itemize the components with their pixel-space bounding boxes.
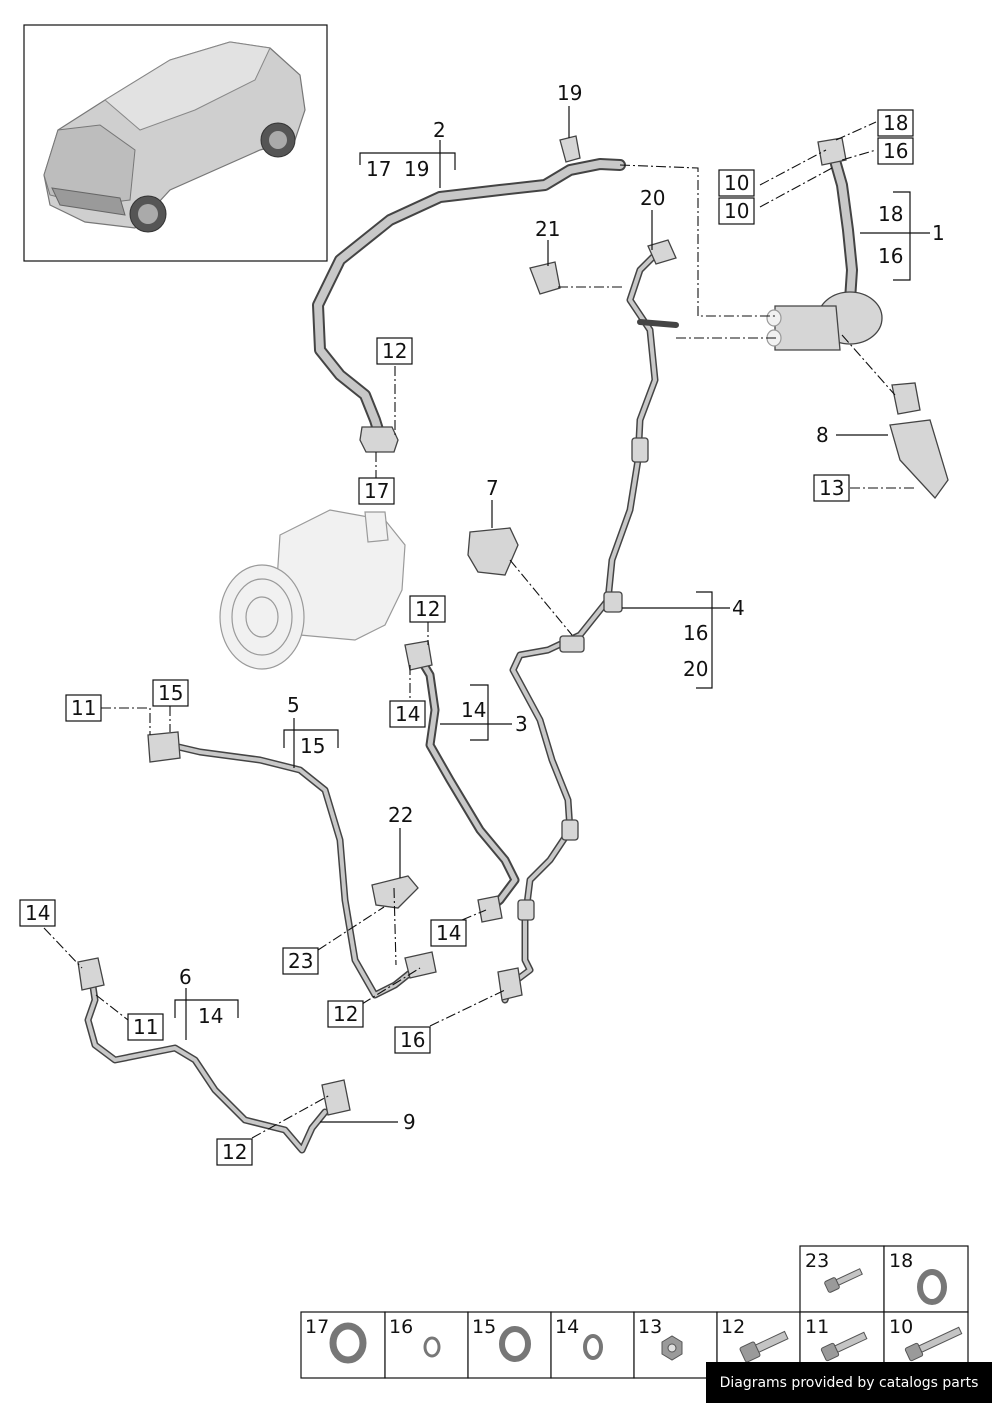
ref-box: 14: [436, 921, 461, 945]
group-label: 16: [683, 621, 708, 645]
leader-lines: [43, 106, 930, 1139]
ref-box: 10: [724, 199, 749, 223]
bracket-8: [889, 382, 949, 500]
callout-20: 20: [640, 186, 665, 210]
ref-box: 12: [415, 597, 440, 621]
ref-box: 13: [819, 476, 844, 500]
group-label: 15: [300, 734, 325, 758]
ref-box: 18: [883, 111, 908, 135]
ref-box: 12: [382, 339, 407, 363]
o-ring-icon: [499, 1326, 531, 1362]
connector-21: [529, 261, 561, 295]
ref-box: 14: [25, 901, 50, 925]
table-cell-number: 11: [805, 1316, 829, 1338]
ref-box: 16: [400, 1028, 425, 1052]
compressor: [219, 509, 406, 670]
group-label: 14: [461, 698, 486, 722]
callout-19: 19: [557, 81, 582, 105]
table-cell-number: 14: [555, 1316, 579, 1338]
o-ring-icon: [917, 1269, 947, 1305]
pipe-2: [312, 135, 626, 453]
callout-4: 4: [732, 596, 745, 620]
bolt-icon: [739, 1330, 789, 1363]
vehicle-thumbnail: [23, 24, 328, 262]
table-cell-number: 12: [721, 1316, 745, 1338]
ref-box: 11: [71, 696, 96, 720]
nut-icon: [661, 1335, 683, 1361]
callout-7: 7: [486, 476, 499, 500]
callout-3: 3: [515, 712, 528, 736]
ref-box: 16: [883, 139, 908, 163]
ref-box: 14: [395, 702, 420, 726]
table-cell-number: 13: [638, 1316, 662, 1338]
ref-box: 15: [158, 681, 183, 705]
bolt-icon: [824, 1268, 863, 1293]
callout-22: 22: [388, 803, 413, 827]
callout-6: 6: [179, 965, 192, 989]
table-cell-number: 10: [889, 1316, 913, 1338]
boxed-references: 18 16 10 10 12 17 13 12 14 11 15 14 11 2…: [19, 109, 914, 1166]
callout-5: 5: [287, 693, 300, 717]
callout-1: 1: [932, 221, 945, 245]
callouts: 1 2 3 4 5 6 7 8 9 19 20 21 22 17 19 18 1…: [179, 81, 945, 1134]
footer-attribution: Diagrams provided by catalogs parts: [706, 1362, 992, 1403]
bracket-22: [371, 875, 419, 909]
callout-21: 21: [535, 217, 560, 241]
o-ring-icon: [329, 1322, 367, 1364]
pipe-4: [497, 239, 679, 1004]
ref-box: 10: [724, 171, 749, 195]
ref-box: 17: [364, 479, 389, 503]
group-label: 17: [366, 157, 391, 181]
group-label: 20: [683, 657, 708, 681]
sensor-7: [467, 527, 519, 576]
table-cell-number: 18: [889, 1250, 913, 1272]
bolt-icon: [820, 1331, 868, 1362]
ref-box: 12: [222, 1140, 247, 1164]
group-label: 19: [404, 157, 429, 181]
group-label: 16: [878, 244, 903, 268]
pipe-3: [404, 640, 520, 923]
ref-box: 23: [288, 949, 313, 973]
group-label: 18: [878, 202, 903, 226]
callout-9: 9: [403, 1110, 416, 1134]
group-label: 14: [198, 1004, 223, 1028]
o-ring-icon: [583, 1334, 603, 1360]
callout-8: 8: [816, 423, 829, 447]
table-cell-number: 17: [305, 1316, 329, 1338]
table-cell-number: 15: [472, 1316, 496, 1338]
callout-2: 2: [433, 118, 446, 142]
table-cell-number: 23: [805, 1250, 829, 1272]
ref-box: 12: [333, 1002, 358, 1026]
o-ring-icon: [423, 1336, 441, 1358]
table-cell-number: 16: [389, 1316, 413, 1338]
ref-box: 11: [133, 1015, 158, 1039]
pipe-6: [77, 957, 351, 1154]
parts-table: 23 18 17 16 15 14 13 12 11 10: [300, 1245, 969, 1379]
pipe-1: [766, 137, 883, 351]
bolt-icon: [904, 1326, 963, 1362]
